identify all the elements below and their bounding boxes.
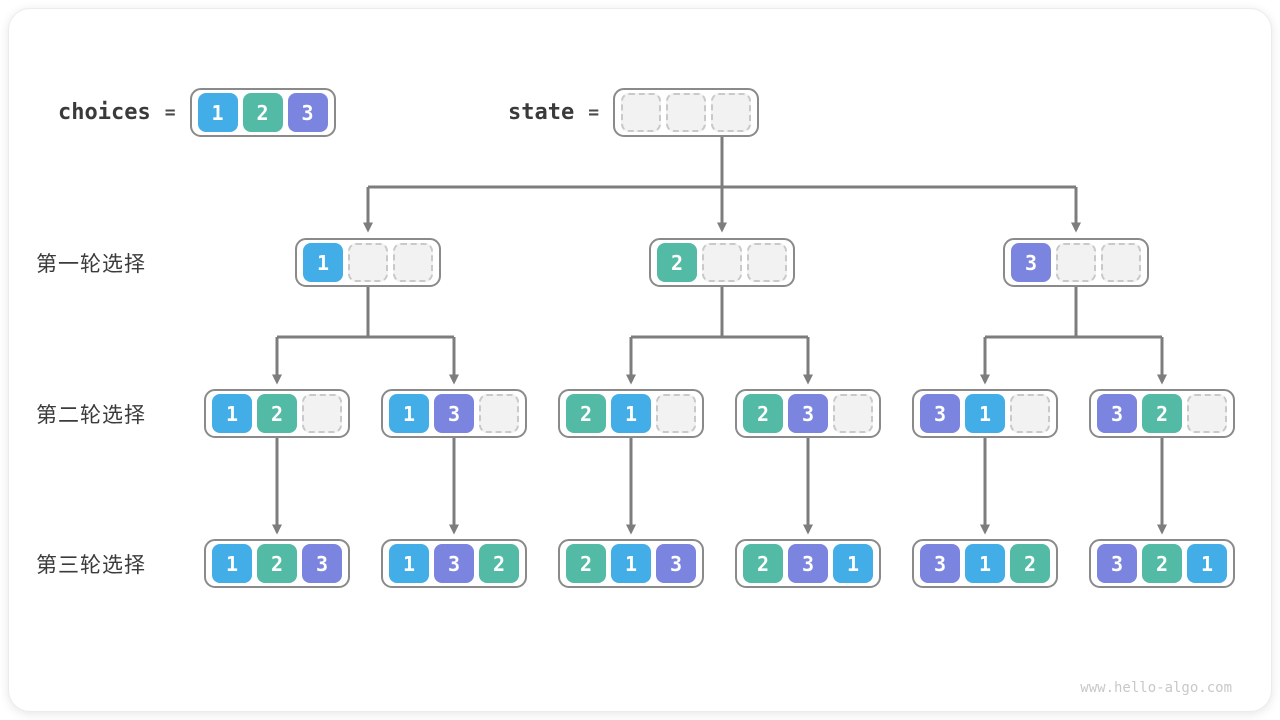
array-cell-filled: 1 (833, 544, 873, 583)
choices-label: choices (58, 100, 151, 125)
array-cell-filled: 1 (611, 544, 651, 583)
array-cell-filled: 1 (303, 243, 343, 282)
array-cell-empty (1187, 394, 1227, 433)
array-cell-filled: 2 (566, 544, 606, 583)
array-cell-empty (666, 93, 707, 132)
array-cell-filled: 2 (566, 394, 606, 433)
array-cell-filled: 3 (1011, 243, 1051, 282)
array-cell-filled: 3 (788, 544, 828, 583)
array-cell-filled: 1 (611, 394, 651, 433)
state-node-r1-1: 1 (295, 238, 441, 287)
array-cell-empty (702, 243, 742, 282)
array-cell-filled: 3 (788, 394, 828, 433)
array-cell-empty (348, 243, 388, 282)
array-cell-filled: 3 (434, 394, 474, 433)
array-cell-filled: 2 (657, 243, 697, 282)
round-3-label: 第三轮选择 (36, 553, 146, 577)
state-label: state (508, 100, 575, 125)
array-cell-empty (393, 243, 433, 282)
array-cell-empty (302, 394, 342, 433)
round-1-label: 第一轮选择 (36, 252, 146, 276)
array-cell-empty (711, 93, 752, 132)
array-cell-filled: 1 (212, 544, 252, 583)
choices-equals-sign: = (164, 102, 176, 123)
array-cell-filled: 2 (743, 544, 783, 583)
array-cell-filled: 2 (1142, 394, 1182, 433)
array-cell-empty (656, 394, 696, 433)
array-cell-filled: 2 (743, 394, 783, 433)
array-cell-empty (747, 243, 787, 282)
array-cell-filled: 2 (257, 394, 297, 433)
array-cell-filled: 3 (656, 544, 696, 583)
array-cell-filled: 1 (212, 394, 252, 433)
array-cell-filled: 3 (434, 544, 474, 583)
watermark: www.hello-algo.com (1080, 680, 1232, 696)
array-cell-filled: 2 (1142, 544, 1182, 583)
array-cell-empty (621, 93, 662, 132)
state-node-r1-2: 2 (649, 238, 795, 287)
array-cell-filled: 3 (920, 394, 960, 433)
array-cell-filled: 3 (920, 544, 960, 583)
state-node-r1-3: 3 (1003, 238, 1149, 287)
array-cell-filled: 2 (257, 544, 297, 583)
array-cell-filled: 1 (389, 544, 429, 583)
array-cell-filled: 3 (302, 544, 342, 583)
array-cell-filled: 2 (1010, 544, 1050, 583)
array-cell-empty (1010, 394, 1050, 433)
array-cell-empty (1056, 243, 1096, 282)
array-cell-empty (1101, 243, 1141, 282)
round-2-label: 第二轮选择 (36, 403, 146, 427)
array-cell-empty (833, 394, 873, 433)
array-cell-filled: 2 (479, 544, 519, 583)
state-header: state = (508, 88, 760, 137)
array-cell-filled: 1 (197, 93, 238, 132)
state-equals-sign: = (588, 102, 600, 123)
array-cell-filled: 3 (287, 93, 328, 132)
array-cell-filled: 3 (1097, 394, 1137, 433)
state-array (613, 88, 760, 137)
array-cell-filled: 1 (1187, 544, 1227, 583)
array-cell-filled: 1 (965, 394, 1005, 433)
array-cell-empty (479, 394, 519, 433)
array-cell-filled: 3 (1097, 544, 1137, 583)
array-cell-filled: 1 (965, 544, 1005, 583)
array-cell-filled: 2 (242, 93, 283, 132)
array-cell-filled: 1 (389, 394, 429, 433)
